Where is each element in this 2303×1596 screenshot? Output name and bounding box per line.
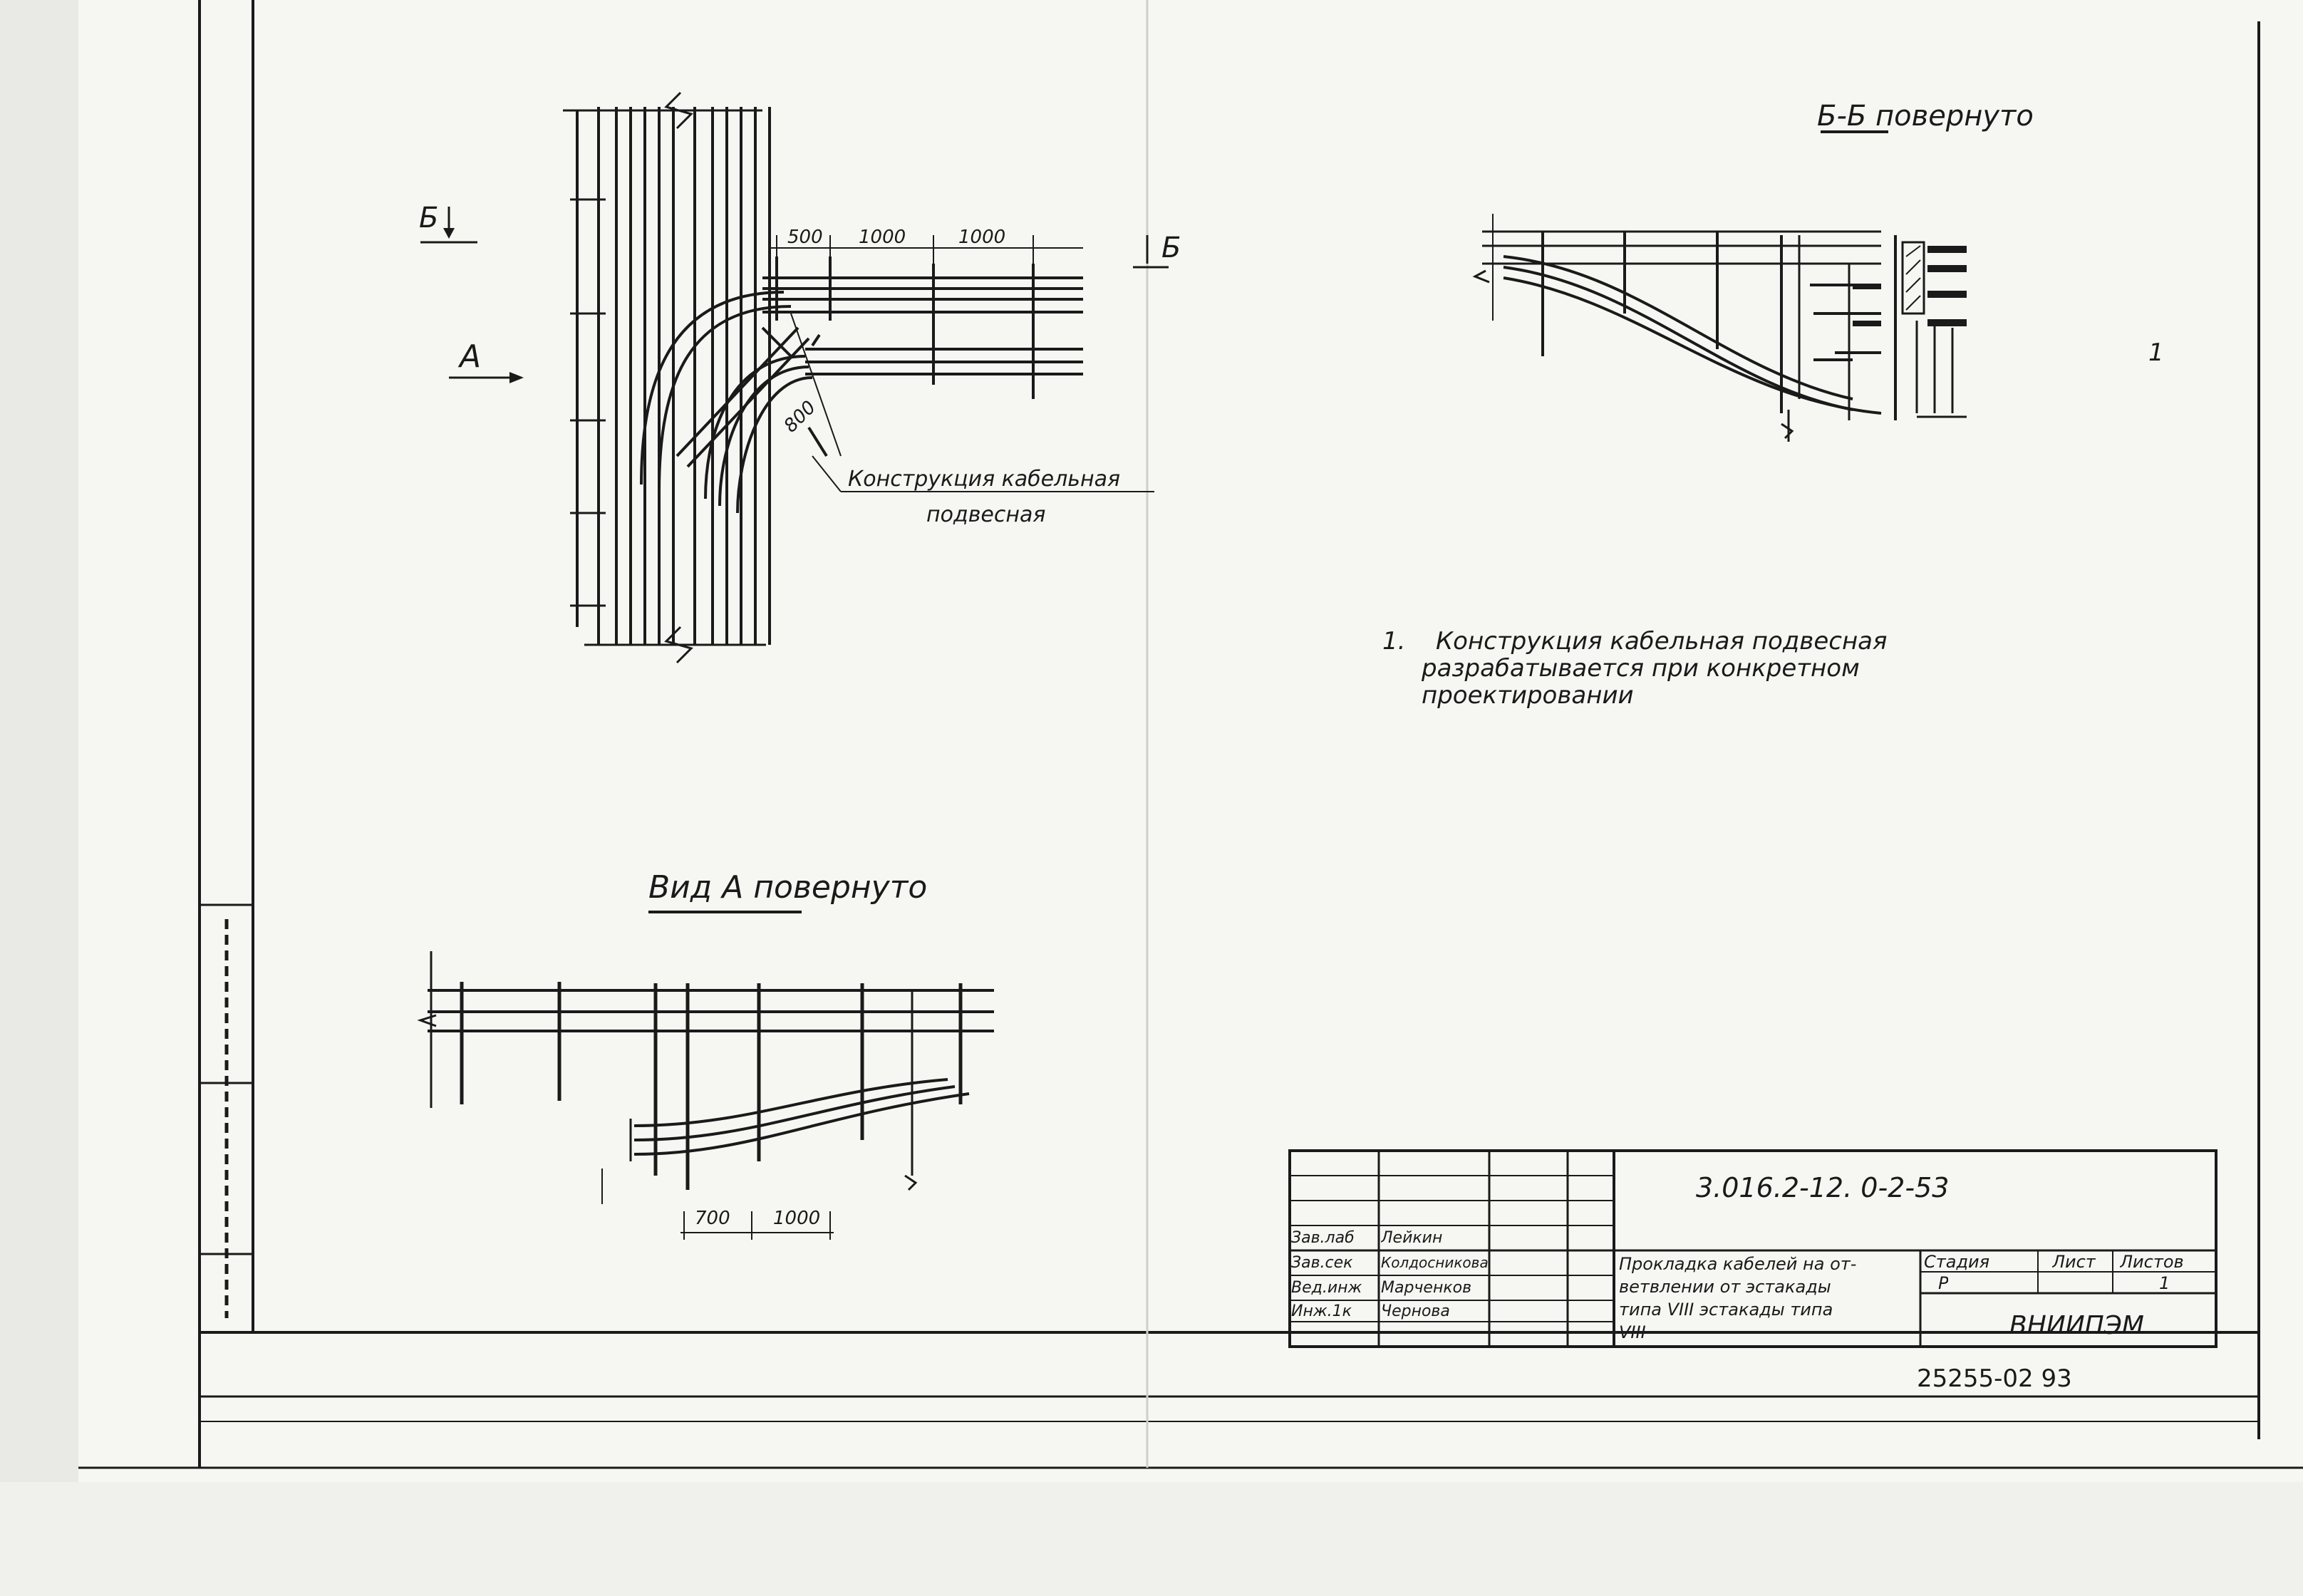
stage-value: Р [1938, 1273, 1949, 1293]
view-a-title: Вид А повернуто [648, 869, 928, 906]
drawing-description-line: ветвлении от эстакады [1619, 1277, 1831, 1297]
sheets-header: Листов [2120, 1252, 2184, 1272]
dimension-label: 1000 [958, 227, 1006, 248]
sheet-header: Лист [2052, 1252, 2096, 1272]
plan-view [420, 91, 1169, 664]
staff-name: Лейкин [1381, 1229, 1443, 1247]
staff-name: Марченков [1381, 1279, 1472, 1297]
drawing-description-line: Прокладка кабелей на от- [1619, 1254, 1857, 1274]
drawing-frame [78, 0, 2303, 1469]
view-a-arrow-label: А [460, 338, 482, 375]
section-bb-title: Б-Б повернуто [1817, 100, 2034, 133]
binding-margin [198, 0, 254, 1468]
organization-name: ВНИИПЭМ [2009, 1311, 2144, 1340]
dimension-label: 500 [787, 227, 823, 248]
dimension-label: 700 [695, 1208, 730, 1229]
staff-name: Колдосникова [1381, 1254, 1488, 1271]
cut-mark-left: Б [419, 202, 439, 234]
archive-code: 25255-02 93 [1917, 1364, 2072, 1393]
construction-label-line1: Конструкция кабельная [848, 467, 1121, 492]
note-number: 1. [1382, 627, 1406, 656]
stage-header: Стадия [1924, 1252, 1990, 1272]
note-line: разрабатывается при конкретном [1422, 654, 1860, 683]
drawing-description-line: VIII [1619, 1322, 1646, 1342]
title-block-grid [1288, 1149, 2217, 1348]
drawing-code: 3.016.2-12. 0-2-53 [1696, 1172, 1950, 1203]
drawing-description-line: типа VIII эстакады типа [1619, 1300, 1833, 1320]
staff-role: Инж.1к [1291, 1302, 1352, 1320]
note-line: Конструкция кабельная подвесная [1436, 627, 1888, 656]
note-line: проектировании [1422, 681, 1634, 710]
staff-role: Зав.лаб [1291, 1229, 1355, 1247]
dimension-label: 1000 [773, 1208, 821, 1229]
staff-role: Вед.инж [1291, 1279, 1362, 1297]
view-a [417, 951, 994, 1240]
section-bb [1472, 214, 1967, 442]
dimension-label: 1000 [859, 227, 906, 248]
staff-role: Зав.сек [1291, 1254, 1353, 1272]
sheets-value: 1 [2159, 1273, 2170, 1293]
construction-label-line2: подвесная [926, 502, 1046, 527]
staff-name: Чернова [1381, 1302, 1450, 1320]
cut-mark-right: Б [1161, 232, 1181, 264]
sheet-number-mark: 1 [2148, 338, 2164, 367]
